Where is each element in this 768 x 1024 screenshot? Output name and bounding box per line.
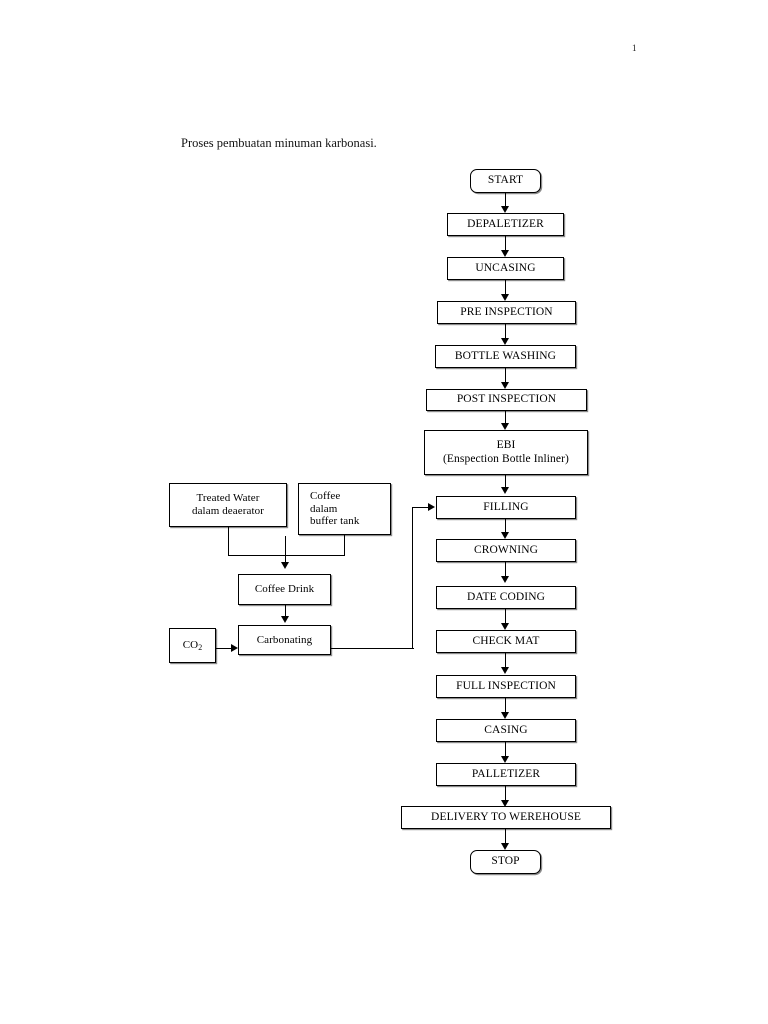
arrowhead-depaletizer: [501, 206, 509, 213]
node-pre-inspection-label: PRE INSPECTION: [460, 305, 553, 318]
node-start-label: START: [487, 174, 524, 187]
arrowhead-bottle-washing: [501, 338, 509, 345]
arrowhead-full-inspection: [501, 667, 509, 674]
arrowhead-carbonating: [281, 616, 289, 623]
edge-carbonating-right: [331, 648, 414, 649]
edge-fullinspection-casing: [505, 698, 506, 714]
arrowhead-date-coding: [501, 576, 509, 583]
edge-carbonating-up: [412, 507, 413, 649]
node-bottle-washing[interactable]: BOTTLE WASHING: [435, 345, 576, 368]
node-crowning[interactable]: CROWNING: [436, 539, 576, 562]
edge-checkmat-fullinspection: [505, 653, 506, 669]
node-check-mat[interactable]: CHECK MAT: [436, 630, 576, 653]
edge-preinspection-bottlewashing: [505, 324, 506, 340]
edge-ebi-filling: [505, 475, 506, 489]
node-carbonating-label: Carbonating: [256, 633, 313, 646]
arrowhead-coffee-drink: [281, 562, 289, 569]
node-date-coding[interactable]: DATE CODING: [436, 586, 576, 609]
edge-coffeebuffer-down: [344, 535, 345, 536]
node-check-mat-label: CHECK MAT: [472, 634, 540, 647]
edge-crowning-datecoding: [505, 562, 506, 578]
node-stop[interactable]: STOP: [470, 850, 541, 874]
arrowhead-uncasing: [501, 250, 509, 257]
arrowhead-casing: [501, 712, 509, 719]
arrowhead-stop: [501, 843, 509, 850]
node-uncasing-label: UNCASING: [475, 261, 536, 274]
node-casing[interactable]: CASING: [436, 719, 576, 742]
arrowhead-ebi: [501, 423, 509, 430]
node-coffee-drink-label: Coffee Drink: [254, 583, 315, 596]
node-post-inspection-label: POST INSPECTION: [456, 393, 557, 406]
node-depaletizer-label: DEPALETIZER: [467, 217, 544, 230]
edge-depaletizer-uncasing: [505, 236, 506, 252]
edge-filling-crowning: [505, 519, 506, 534]
node-casing-label: CASING: [484, 723, 528, 736]
node-co2-subscript: 2: [198, 642, 203, 652]
node-palletizer[interactable]: PALLETIZER: [436, 763, 576, 786]
edge-coffeedrink-carbonating: [285, 605, 286, 618]
page-number: 1: [632, 43, 637, 53]
edge-uncasing-preinspection: [505, 280, 506, 296]
node-coffee-buffer-line3: buffer tank: [310, 515, 360, 528]
arrowhead-filling: [501, 487, 509, 494]
node-depaletizer[interactable]: DEPALETIZER: [447, 213, 564, 236]
edge-co2-carbonating: [216, 648, 232, 649]
node-bottle-washing-label: BOTTLE WASHING: [454, 349, 557, 362]
arrowhead-palletizer: [501, 756, 509, 763]
node-delivery-to-warehouse[interactable]: DELIVERY TO WEREHOUSE: [401, 806, 611, 829]
node-filling-label: FILLING: [483, 500, 529, 513]
node-ebi-label-line1: EBI: [496, 438, 516, 451]
node-crowning-label: CROWNING: [473, 543, 539, 556]
node-ebi[interactable]: EBI (Enspection Bottle Inliner): [424, 430, 588, 475]
arrowhead-delivery: [501, 800, 509, 807]
node-pre-inspection[interactable]: PRE INSPECTION: [437, 301, 576, 324]
node-co2[interactable]: CO2: [169, 628, 216, 663]
edge-bottlewashing-postinspection: [505, 368, 506, 384]
diagram-caption: Proses pembuatan minuman karbonasi.: [181, 136, 377, 150]
node-palletizer-label: PALLETIZER: [471, 767, 541, 780]
node-coffee-buffer-line1: Coffee: [310, 489, 341, 502]
edge-start-depaletizer: [505, 193, 506, 209]
arrowhead-pre-inspection: [501, 294, 509, 301]
node-start[interactable]: START: [470, 169, 541, 193]
edge-treatedwater-down: [228, 527, 229, 536]
node-date-coding-label: DATE CODING: [466, 590, 546, 603]
node-ebi-label-line2: (Enspection Bottle Inliner): [443, 452, 569, 465]
node-stop-label: STOP: [491, 855, 520, 868]
node-coffee-buffer-tank[interactable]: Coffee dalam buffer tank: [298, 483, 391, 535]
node-coffee-drink[interactable]: Coffee Drink: [238, 574, 331, 605]
node-post-inspection[interactable]: POST INSPECTION: [426, 389, 587, 411]
arrowhead-check-mat: [501, 623, 509, 630]
node-uncasing[interactable]: UNCASING: [447, 257, 564, 280]
node-full-inspection-label: FULL INSPECTION: [456, 679, 556, 692]
arrowhead-filling-from-carbonating: [428, 503, 435, 511]
edge-casing-palletizer: [505, 742, 506, 758]
node-treated-water-line2: dalam deaerator: [191, 505, 265, 517]
node-delivery-label: DELIVERY TO WEREHOUSE: [431, 810, 581, 823]
node-filling[interactable]: FILLING: [436, 496, 576, 519]
merge-bracket-tanks: [228, 536, 345, 556]
edge-datecoding-checkmat: [505, 609, 506, 625]
edge-palletizer-delivery: [505, 786, 506, 802]
node-carbonating[interactable]: Carbonating: [238, 625, 331, 655]
edge-postinspection-ebi: [505, 411, 506, 425]
node-full-inspection[interactable]: FULL INSPECTION: [436, 675, 576, 698]
arrowhead-crowning: [501, 532, 509, 539]
node-treated-water[interactable]: Treated Water dalam deaerator: [169, 483, 287, 527]
arrowhead-carbonating-from-co2: [231, 644, 238, 652]
node-treated-water-line1: Treated Water: [196, 492, 260, 505]
node-co2-label: CO2: [182, 638, 203, 652]
edge-delivery-stop: [505, 829, 506, 845]
edge-carbonating-into-filling: [412, 507, 429, 508]
node-coffee-buffer-line2: dalam: [310, 502, 338, 515]
arrowhead-post-inspection: [501, 382, 509, 389]
edge-merge-coffeedrink: [285, 536, 286, 564]
